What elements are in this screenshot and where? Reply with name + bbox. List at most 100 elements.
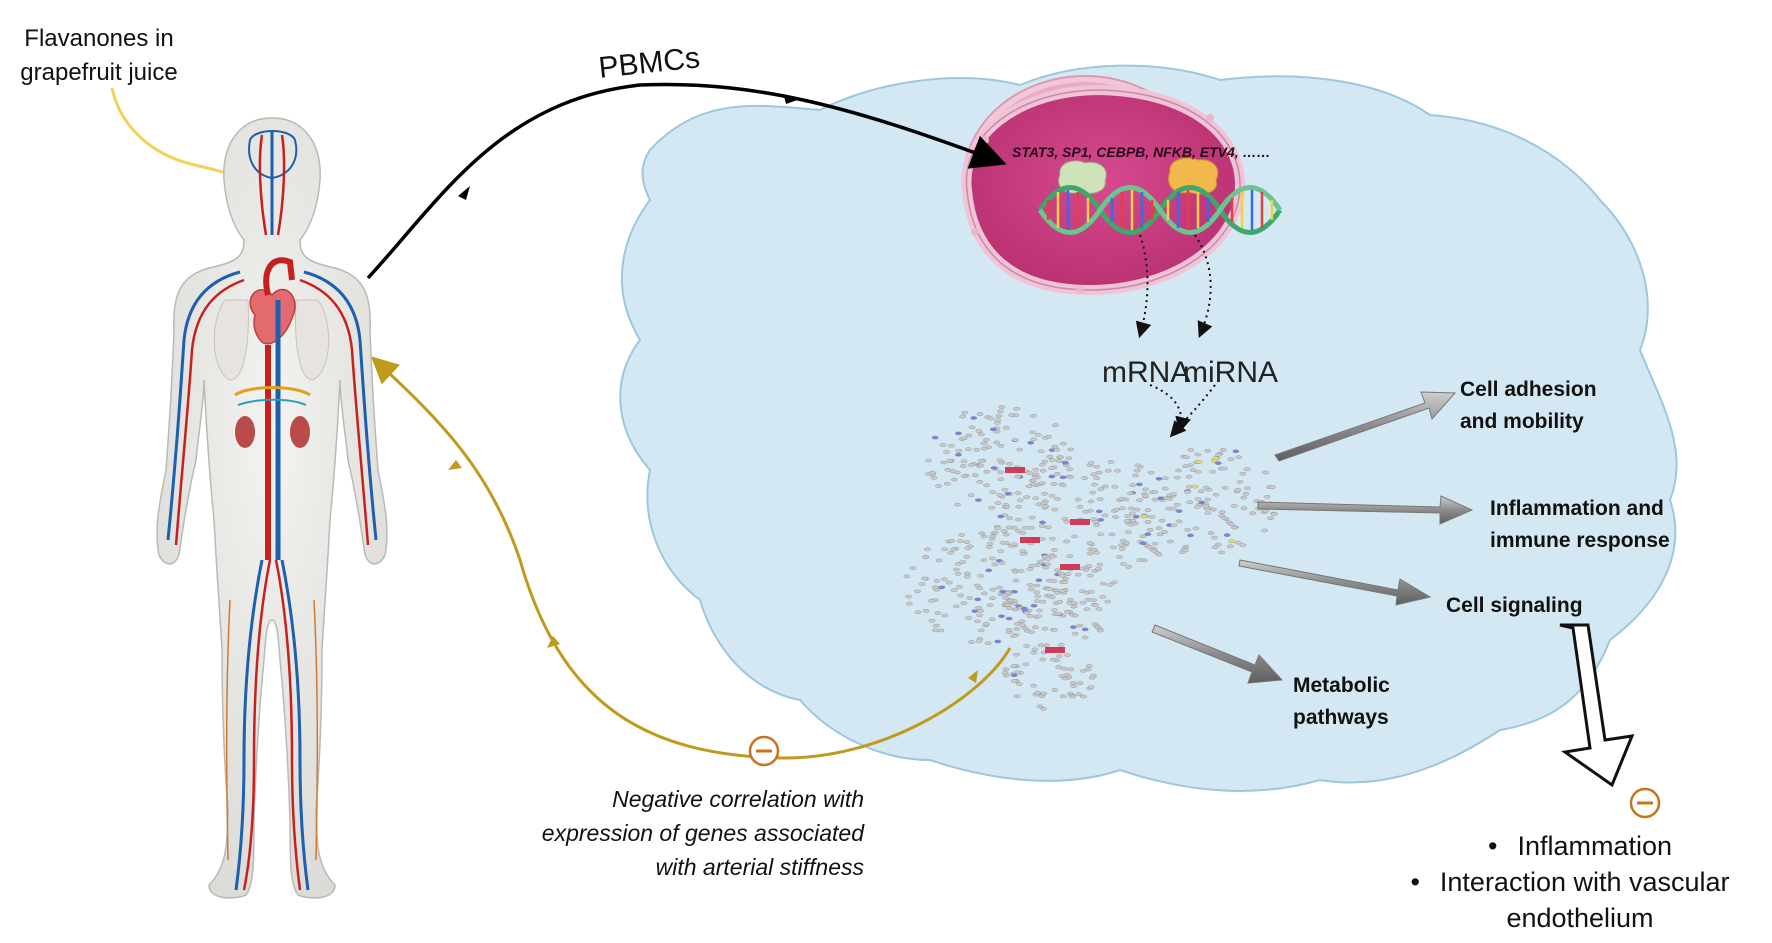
network-node bbox=[1158, 518, 1166, 523]
network-node bbox=[1070, 604, 1078, 609]
network-node bbox=[1083, 607, 1091, 612]
network-node bbox=[950, 477, 958, 482]
network-node bbox=[1028, 515, 1036, 520]
network-node bbox=[931, 435, 939, 440]
minus-circle-feedback bbox=[748, 735, 780, 767]
network-node bbox=[1090, 472, 1098, 477]
network-node bbox=[959, 464, 967, 468]
network-node bbox=[1097, 628, 1105, 633]
human-body-icon bbox=[156, 117, 388, 899]
network-node bbox=[983, 483, 990, 488]
network-node bbox=[955, 452, 962, 457]
network-node bbox=[1049, 657, 1057, 662]
network-node bbox=[1026, 614, 1034, 618]
network-node bbox=[1204, 448, 1212, 453]
network-node bbox=[1026, 471, 1033, 475]
network-node bbox=[1034, 475, 1042, 480]
network-node bbox=[1032, 496, 1040, 501]
network-node bbox=[1173, 475, 1181, 480]
network-node bbox=[1104, 468, 1112, 473]
network-node bbox=[1061, 666, 1068, 671]
network-node bbox=[1184, 490, 1191, 494]
network-node bbox=[1185, 474, 1193, 479]
network-node bbox=[1242, 491, 1250, 496]
network-node bbox=[1239, 543, 1247, 547]
network-node bbox=[1023, 495, 1030, 499]
network-node bbox=[1079, 600, 1087, 605]
network-node bbox=[1055, 665, 1063, 669]
network-node bbox=[1063, 610, 1071, 614]
network-node bbox=[1220, 466, 1228, 471]
network-node bbox=[1133, 507, 1141, 512]
network-node bbox=[1074, 497, 1082, 502]
network-node bbox=[955, 585, 963, 589]
network-node bbox=[1055, 459, 1063, 463]
network-node bbox=[996, 458, 1004, 463]
network-node bbox=[1048, 474, 1056, 479]
network-node bbox=[1123, 541, 1131, 545]
network-node bbox=[957, 593, 964, 598]
network-hub-node bbox=[1045, 647, 1065, 653]
arrow-to-cell-signaling bbox=[1238, 559, 1432, 606]
network-node bbox=[1044, 562, 1052, 566]
network-node bbox=[1096, 497, 1104, 501]
network-node bbox=[1134, 463, 1142, 468]
network-node bbox=[965, 447, 972, 452]
network-node bbox=[963, 554, 971, 559]
cell-signaling-label: Cell signaling bbox=[1446, 594, 1583, 617]
network-node bbox=[968, 425, 976, 430]
network-node bbox=[1097, 487, 1105, 491]
network-node bbox=[982, 622, 990, 626]
network-node bbox=[1066, 467, 1074, 471]
network-node bbox=[1036, 704, 1044, 709]
network-node bbox=[1194, 452, 1202, 457]
network-node bbox=[931, 585, 939, 590]
network-node bbox=[997, 443, 1005, 448]
network-node bbox=[1004, 591, 1012, 596]
source-label-line-2: grapefruit juice bbox=[20, 59, 178, 86]
network-node bbox=[1271, 512, 1279, 516]
network-node bbox=[1209, 469, 1217, 474]
network-node bbox=[991, 562, 999, 567]
network-node bbox=[980, 446, 988, 451]
network-node bbox=[1075, 692, 1083, 697]
network-node bbox=[1067, 667, 1075, 672]
network-node bbox=[977, 574, 984, 578]
network-node bbox=[974, 597, 982, 602]
dna-helix-icon bbox=[1037, 185, 1283, 235]
network-node bbox=[1039, 481, 1046, 486]
network-node bbox=[1218, 510, 1226, 514]
network-node bbox=[1186, 500, 1194, 505]
network-node bbox=[1081, 635, 1089, 640]
network-node bbox=[931, 628, 939, 633]
network-node bbox=[1023, 611, 1031, 615]
network-node bbox=[1093, 523, 1101, 527]
network-node bbox=[1161, 476, 1169, 480]
source-label-line-1: Flavanones in bbox=[24, 25, 174, 52]
network-node bbox=[1060, 441, 1067, 446]
network-node bbox=[1050, 554, 1057, 559]
network-node bbox=[984, 641, 992, 646]
network-node bbox=[1070, 684, 1078, 688]
network-node bbox=[1013, 406, 1021, 411]
arrow-to-inflammation bbox=[1257, 495, 1474, 525]
network-node bbox=[1079, 669, 1087, 673]
network-node bbox=[965, 616, 972, 620]
network-node bbox=[1080, 694, 1087, 699]
network-node bbox=[977, 463, 985, 468]
network-node bbox=[1095, 470, 1103, 475]
network-node bbox=[1055, 612, 1063, 616]
minus-circle-effects bbox=[1629, 787, 1661, 819]
network-node bbox=[1101, 484, 1109, 489]
network-node bbox=[1156, 532, 1164, 537]
network-node bbox=[1031, 647, 1039, 652]
network-node bbox=[1005, 616, 1013, 621]
network-node bbox=[1029, 478, 1037, 483]
network-node bbox=[1175, 519, 1183, 524]
network-node bbox=[957, 539, 964, 543]
network-node bbox=[1204, 497, 1212, 502]
network-node bbox=[1017, 569, 1025, 573]
network-node bbox=[997, 477, 1005, 482]
network-node bbox=[1040, 707, 1047, 711]
network-node bbox=[1212, 492, 1220, 497]
